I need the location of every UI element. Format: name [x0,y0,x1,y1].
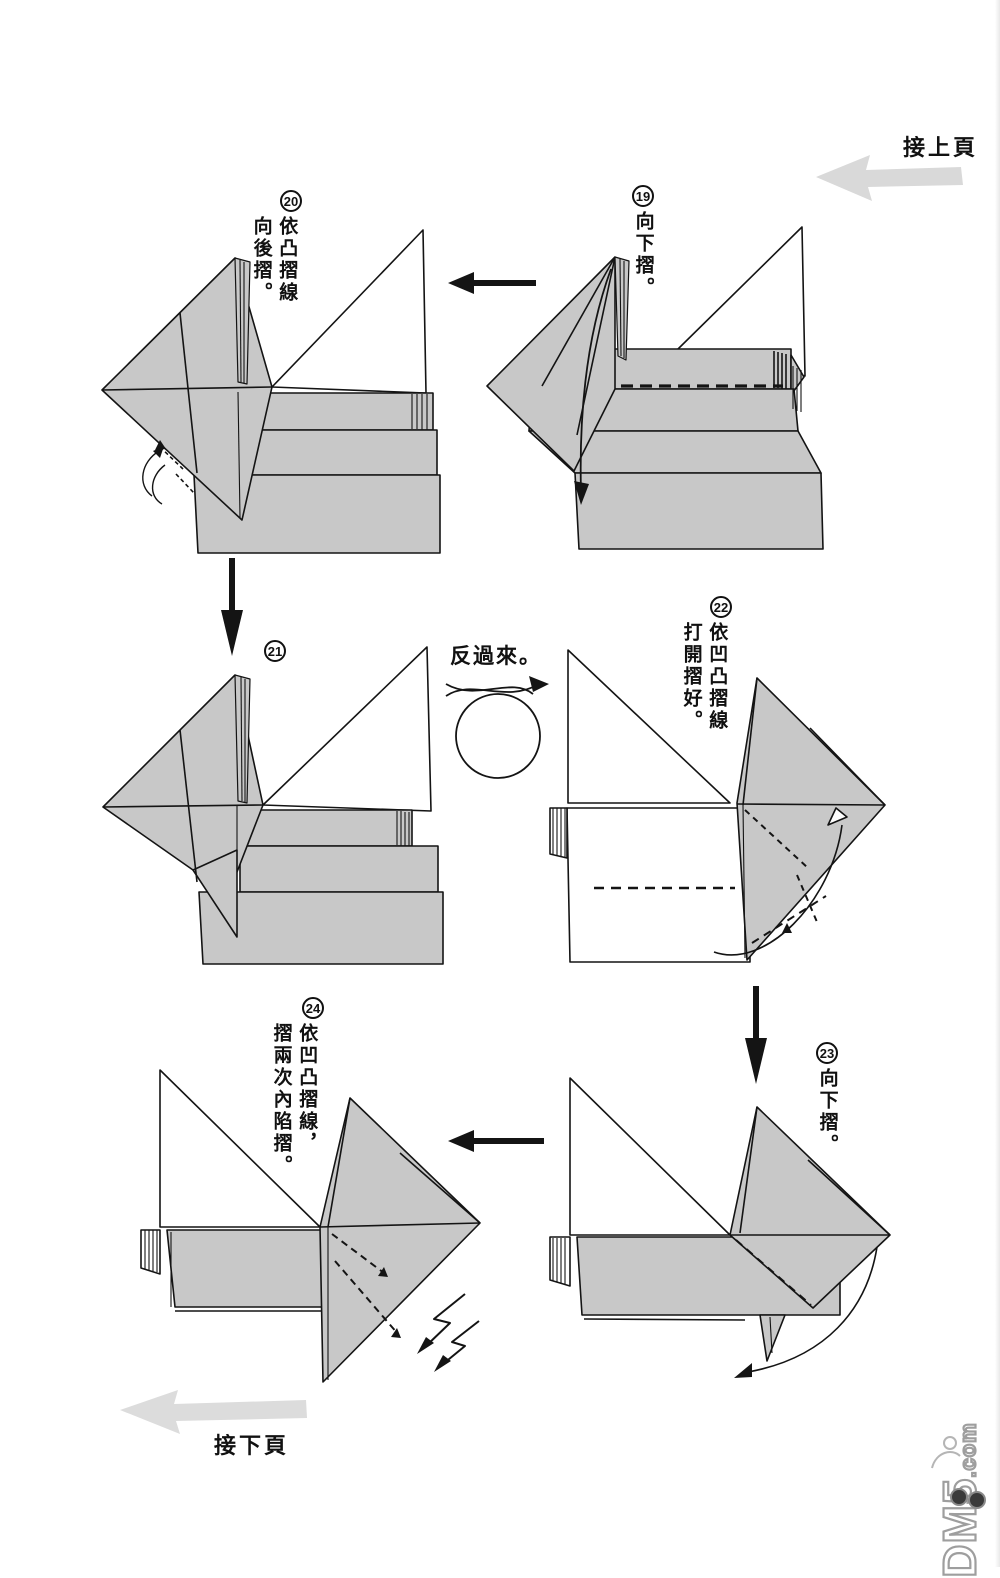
step-21-label: 21 [262,640,288,662]
turn-over-label: 反過來。 [450,645,542,668]
arrow-left-icon [448,272,536,294]
prev-page-label: 接上頁 [903,135,979,160]
turn-over-icon [445,676,549,779]
step-instruction-line: 向後摺。 [250,216,272,304]
arrow-left-icon [448,1130,544,1152]
step-23-label: 23 向下摺。 [814,1042,840,1156]
step-19-label: 19 向下摺。 [630,185,656,299]
arrow-down-icon [745,986,767,1084]
step-24-label: 24 依凹凸摺線， 摺兩次內陷摺。 [268,997,324,1177]
origami-diagram-step-22 [549,649,886,963]
origami-diagram-step-23 [549,1077,891,1378]
prev-page-arrow-icon [816,155,963,201]
scan-page-edge [995,0,1000,1567]
origami-diagram-step-20 [101,229,441,554]
step-instruction-line: 摺兩次內陷摺。 [270,1023,292,1177]
step-22-number: 22 [710,596,732,618]
step-instruction-line: 向下摺。 [816,1068,838,1156]
origami-diagram-step-19 [486,226,824,550]
next-page-arrow-icon [120,1390,307,1434]
step-instruction-line: 打開摺好。 [680,622,702,732]
step-instruction-line: 依凹凸摺線， [296,1023,318,1155]
step-20-number: 20 [280,190,302,212]
watermark-rider-doodle-icon [931,1436,961,1469]
step-instruction-line: 向下摺。 [632,211,654,299]
step-instruction-line: 依凸摺線 [276,216,298,304]
origami-diagram-step-24 [140,1069,481,1383]
step-instruction-line: 依凹凸摺線 [706,622,728,732]
step-20-label: 20 依凸摺線 向後摺。 [248,190,302,304]
watermark-wheels-icon [950,1488,986,1509]
arrow-down-icon [221,558,243,656]
step-23-number: 23 [816,1042,838,1064]
next-page-label: 接下頁 [214,1433,290,1458]
step-22-label: 22 依凹凸摺線 打開摺好。 [678,596,732,732]
origami-diagram-step-21 [102,646,444,965]
step-24-number: 24 [302,997,324,1019]
step-19-number: 19 [632,185,654,207]
step-21-number: 21 [264,640,286,662]
